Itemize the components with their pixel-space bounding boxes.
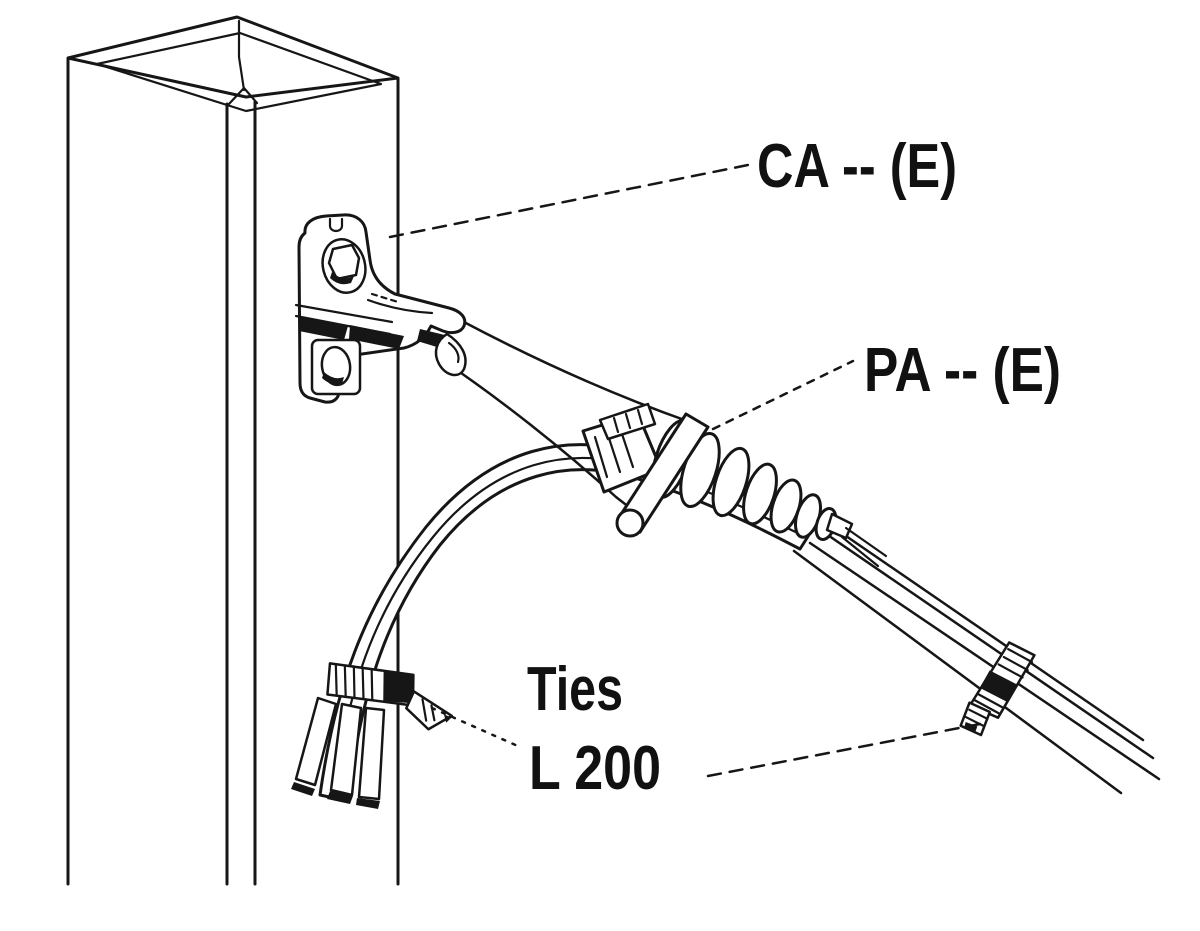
drop-tube-2: [329, 702, 363, 797]
bracket-shadow-arm: [349, 325, 404, 349]
clamp-top-block-rib-1: [612, 416, 620, 434]
bracket-shadow-left: [299, 316, 348, 340]
tie-left-shadow: [383, 670, 414, 704]
bracket-top-notch: [328, 217, 344, 233]
cable-line-4: [792, 549, 1123, 795]
leader-ties-left: [430, 706, 522, 749]
drop-tube-1: [294, 696, 338, 787]
pole-top-crease: [237, 19, 246, 92]
bracket-lower-bolt-shadow: [322, 372, 344, 385]
clamp-top-block-rib-2: [624, 412, 632, 430]
cable-span-right: [792, 512, 1161, 795]
bracket-thimble-inner: [447, 341, 460, 364]
cable-line-2: [817, 527, 1155, 760]
pole-corner-vee: [226, 86, 259, 107]
bail-wire-upper: [460, 319, 692, 424]
anchor-clamp-pa: [581, 402, 888, 568]
tie-left-hatch: [334, 663, 374, 702]
clamp-rib-3: [742, 462, 778, 526]
pole-top-inner-rim: [95, 31, 383, 113]
cable-tie-right: [959, 641, 1036, 737]
bracket-arm-inner-line: [366, 298, 434, 315]
leader-pa: [711, 359, 855, 431]
clamp-housing-rib-1: [593, 435, 609, 479]
bracket-upper-bolt-shadow: [330, 272, 354, 285]
bracket-strap-line-a: [294, 303, 394, 324]
bracket-arm-dash-detail: [370, 292, 400, 304]
clamp-rib-2: [711, 446, 751, 518]
drop-tube-1-cap: [291, 782, 315, 796]
clamp-tail-line-a: [844, 526, 888, 558]
leader-ties-right: [706, 722, 982, 778]
clamp-tail-line-b: [840, 535, 880, 568]
label-ties-line1: Ties: [527, 655, 623, 724]
label-pa: PA -- (E): [864, 336, 1061, 405]
clamp-top-block-rib-3: [636, 408, 644, 426]
cable-tie-left: [326, 662, 453, 731]
clamp-end-nub: [825, 512, 854, 540]
annotations: CA -- (E) PA -- (E) Ties L 200: [388, 132, 1061, 803]
drop-tube-3: [357, 706, 386, 801]
bracket-lower-hole: [320, 345, 352, 387]
tie-right-hatch: [973, 648, 1034, 715]
drop-ends-left: [291, 696, 386, 809]
pole-bracket-ca: [294, 213, 467, 404]
label-ties-line2: L 200: [529, 734, 661, 803]
bracket-upper-bolt: [327, 243, 361, 281]
bracket-thimble-loop: [434, 332, 467, 377]
tie-left-tail: [405, 690, 453, 731]
label-ca: CA -- (E): [757, 132, 957, 201]
drop-tube-2-cap: [327, 791, 353, 804]
cable-line-1: [812, 512, 1145, 742]
square-pole: [66, 15, 400, 886]
pole-top-face: [66, 15, 400, 99]
tie-right-shadow: [979, 670, 1017, 702]
tie-right-block-tip: [963, 721, 978, 734]
clamp-bail-loop: [615, 508, 645, 538]
tie-left-tail-tip: [443, 714, 452, 723]
cable-line-3: [808, 541, 1161, 781]
drop-tube-3-cap: [356, 798, 380, 809]
leader-ca: [388, 163, 750, 239]
